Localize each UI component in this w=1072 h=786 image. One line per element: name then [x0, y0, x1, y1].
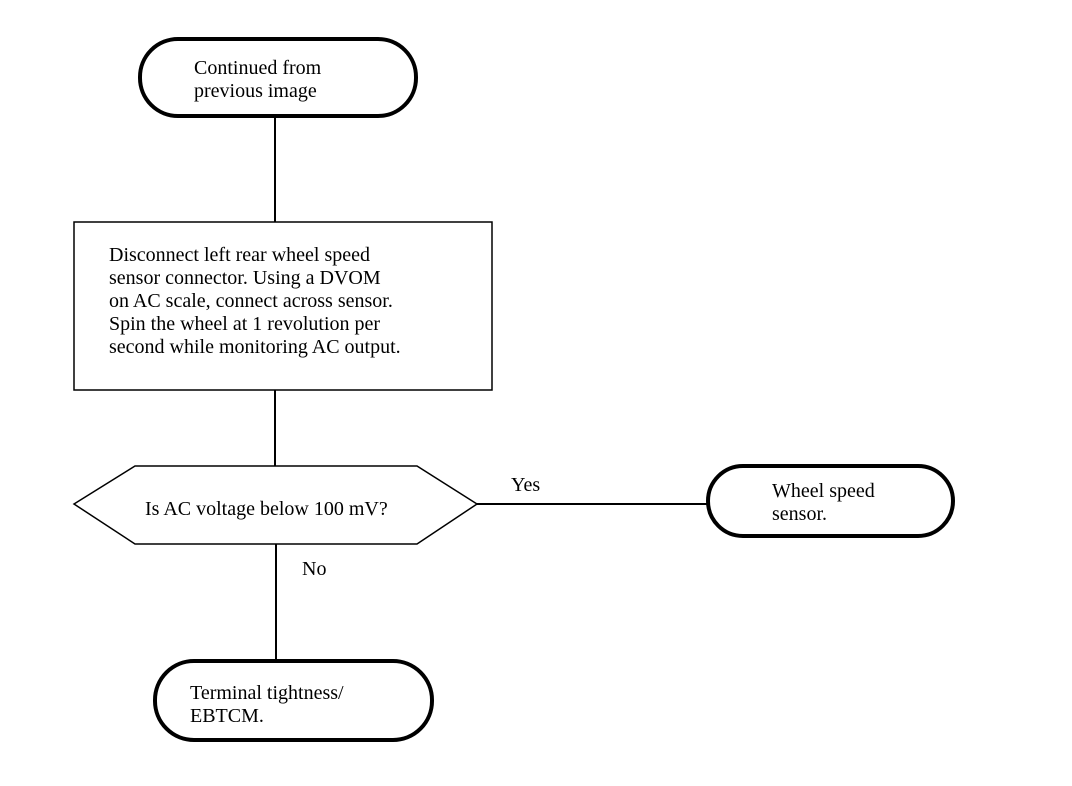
start-terminal-text: Continued from previous image — [194, 57, 322, 102]
yes-terminal-shape — [706, 464, 955, 538]
process-step-text: Disconnect left rear wheel speed sensor … — [109, 244, 401, 358]
no-terminal-text: Terminal tightness/ EBTCM. — [190, 682, 344, 727]
start-terminal-shape — [138, 37, 418, 118]
no-terminal-shape — [153, 659, 434, 742]
yes-label: Yes — [511, 474, 541, 496]
no-label: No — [302, 558, 327, 580]
process-box-shape — [73, 221, 493, 391]
decision-text: Is AC voltage below 100 mV? — [145, 498, 388, 520]
decision-shape — [72, 465, 479, 545]
yes-terminal-text: Wheel speed sensor. — [772, 480, 875, 525]
